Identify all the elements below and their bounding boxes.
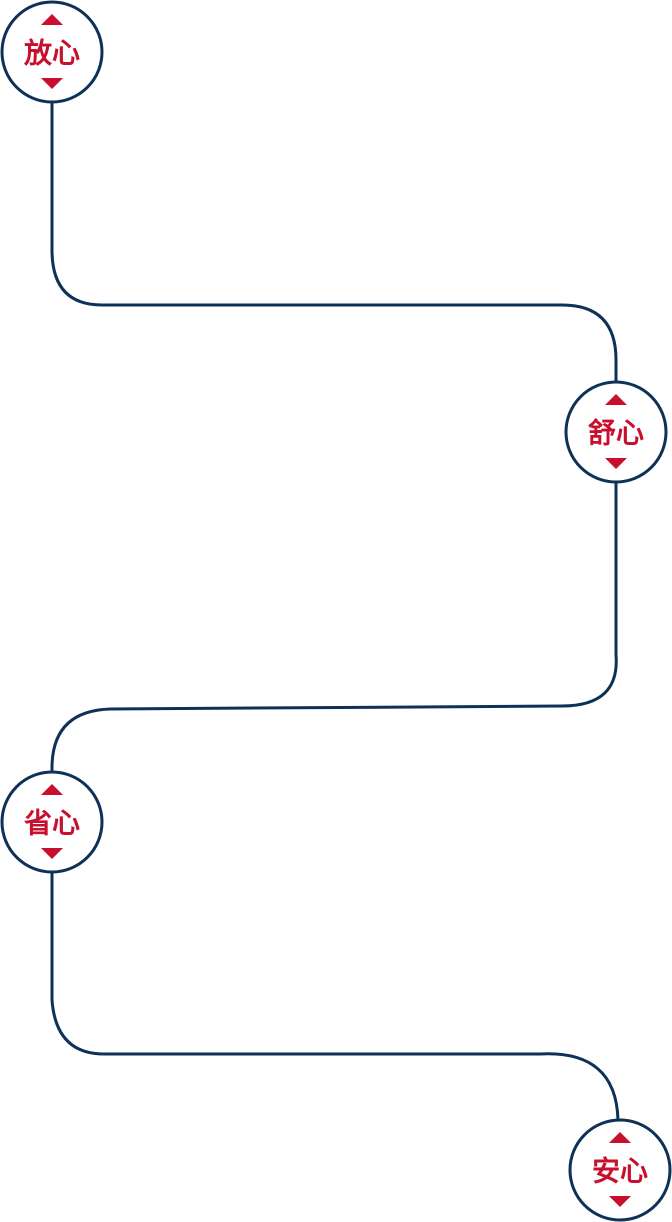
node-shengxin: 省心 [0, 770, 104, 874]
connector-path [50, 100, 620, 1122]
triangle-up-icon [609, 1132, 631, 1143]
node-label: 省心 [24, 807, 80, 840]
node-circle [568, 1118, 672, 1222]
node-circle [0, 770, 104, 874]
triangle-down-icon [41, 78, 63, 89]
node-anxin: 安心 [568, 1118, 672, 1222]
node-circle [0, 0, 104, 104]
node-label: 舒心 [588, 417, 644, 450]
node-label: 安心 [592, 1155, 648, 1188]
triangle-down-icon [609, 1196, 631, 1207]
triangle-up-icon [605, 394, 627, 405]
triangle-up-icon [41, 784, 63, 795]
triangle-down-icon [605, 458, 627, 469]
node-circle [564, 380, 668, 484]
triangle-up-icon [41, 14, 63, 25]
node-fangxin: 放心 [0, 0, 104, 104]
node-label: 放心 [23, 37, 80, 70]
triangle-down-icon [41, 848, 63, 859]
node-shuxin: 舒心 [564, 380, 668, 484]
